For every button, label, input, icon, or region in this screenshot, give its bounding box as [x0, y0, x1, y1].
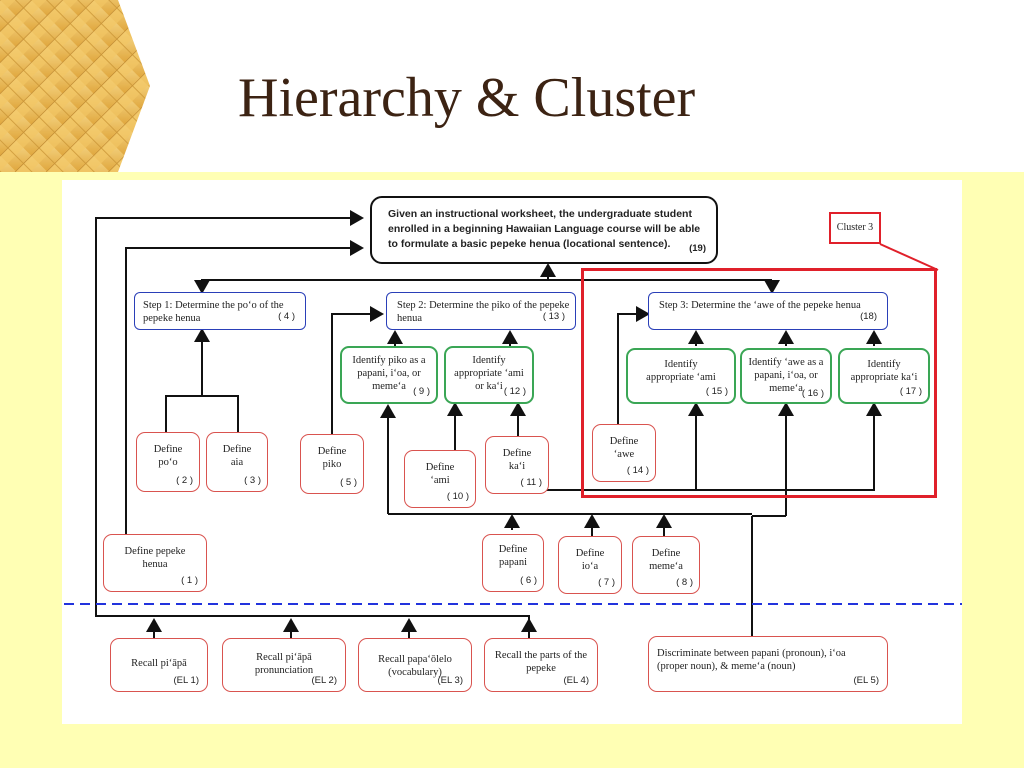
define-5-node: Define piko ( 5 )	[300, 434, 364, 494]
entry-el2-num: (EL 2)	[311, 675, 337, 686]
identify-15-text: Identify appropriate ʻami	[646, 359, 716, 383]
identify-17-text: Identify appropriate kaʻi	[850, 359, 918, 383]
identify-12-num: ( 12 )	[503, 386, 526, 397]
define-3-node: Define aia ( 3 )	[206, 432, 268, 492]
entry-el5-text: Discriminate between papani (pronoun), i…	[657, 648, 846, 672]
define-3-text: Define aia	[222, 444, 252, 468]
identify-17-num: ( 17 )	[899, 386, 922, 397]
cluster-3-label: Cluster 3	[829, 212, 881, 244]
identify-12-node: Identify appropriate ʻami or kaʻi ( 12 )	[444, 346, 534, 404]
define-2-node: Define poʻo ( 2 )	[136, 432, 200, 492]
define-1-num: ( 1 )	[181, 575, 198, 586]
step-3-node: Step 3: Determine the ʻawe of the pepeke…	[648, 292, 888, 330]
step-2-num: ( 13 )	[542, 311, 565, 322]
define-5-num: ( 5 )	[340, 477, 357, 488]
identify-9-node: Identify piko as a papani, iʻoa, or meme…	[340, 346, 438, 404]
define-3-num: ( 3 )	[244, 475, 261, 486]
define-7-text: Define ioʻa	[575, 548, 605, 572]
identify-16-node: Identify ʻawe as a papani, iʻoa, or meme…	[740, 348, 832, 404]
define-14-node: Define ʻawe ( 14 )	[592, 424, 656, 482]
entry-el3-text: Recall papaʻōlelo (vocabulary)	[378, 654, 452, 678]
slide-header: Hierarchy & Cluster	[0, 0, 1024, 172]
define-6-node: Define papani ( 6 )	[482, 534, 544, 592]
step-1-node: Step 1: Determine the poʻo of the pepeke…	[134, 292, 306, 330]
define-7-num: ( 7 )	[598, 577, 615, 588]
entry-el3-num: (EL 3)	[437, 675, 463, 686]
goal-node: Given an instructional worksheet, the un…	[370, 196, 718, 264]
step-1-text: Step 1: Determine the poʻo of the pepeke…	[143, 300, 284, 324]
define-2-num: ( 2 )	[176, 475, 193, 486]
define-1-node: Define pepeke henua ( 1 )	[103, 534, 207, 592]
goal-text: Given an instructional worksheet, the un…	[388, 208, 701, 250]
define-11-node: Define kaʻi ( 11 )	[485, 436, 549, 494]
define-1-text: Define pepeke henua	[124, 546, 186, 570]
define-2-text: Define poʻo	[153, 444, 183, 468]
identify-16-num: ( 16 )	[801, 388, 824, 399]
define-11-num: ( 11 )	[520, 477, 542, 488]
entry-el2-node: Recall piʻāpā pronunciation (EL 2)	[222, 638, 346, 692]
identify-9-num: ( 9 )	[413, 386, 430, 397]
step-1-num: ( 4 )	[278, 311, 295, 322]
identify-15-node: Identify appropriate ʻami ( 15 )	[626, 348, 736, 404]
connector-lines	[64, 210, 962, 638]
identify-16-text: Identify ʻawe as a papani, iʻoa, or meme…	[748, 357, 824, 394]
define-10-num: ( 10 )	[446, 491, 469, 502]
define-14-text: Define ʻawe	[609, 436, 639, 460]
identify-9-text: Identify piko as a papani, iʻoa, or meme…	[352, 355, 426, 392]
define-8-text: Define memeʻa	[649, 548, 683, 572]
entry-el1-text: Recall piʻāpā	[131, 658, 187, 669]
goal-num: (19)	[689, 243, 706, 254]
entry-el1-num: (EL 1)	[173, 675, 199, 686]
entry-el1-node: Recall piʻāpā (EL 1)	[110, 638, 208, 692]
step-3-text: Step 3: Determine the ʻawe of the pepeke…	[659, 300, 861, 311]
woven-pattern-decoration	[0, 0, 150, 172]
entry-el5-num: (EL 5)	[853, 675, 879, 686]
entry-el3-node: Recall papaʻōlelo (vocabulary) (EL 3)	[358, 638, 472, 692]
define-6-text: Define papani	[498, 544, 528, 568]
identify-15-num: ( 15 )	[705, 386, 728, 397]
entry-el5-node: Discriminate between papani (pronoun), i…	[648, 636, 888, 692]
entry-el2-text: Recall piʻāpā pronunciation	[254, 652, 314, 676]
slide-title: Hierarchy & Cluster	[238, 67, 696, 129]
define-8-node: Define memeʻa ( 8 )	[632, 536, 700, 594]
define-8-num: ( 8 )	[676, 577, 693, 588]
define-10-text: Define ʻami	[425, 462, 455, 486]
define-6-num: ( 6 )	[520, 575, 537, 586]
cluster-connector	[879, 243, 939, 271]
define-7-node: Define ioʻa ( 7 )	[558, 536, 622, 594]
identify-17-node: Identify appropriate kaʻi ( 17 )	[838, 348, 930, 404]
define-14-num: ( 14 )	[626, 465, 649, 476]
define-11-text: Define kaʻi	[502, 448, 532, 472]
define-5-text: Define piko	[317, 446, 347, 470]
entry-el4-text: Recall the parts of the pepeke	[494, 650, 588, 674]
cluster-3-box	[581, 268, 937, 498]
step-2-text: Step 2: Determine the piko of the pepeke…	[397, 300, 570, 324]
entry-el4-node: Recall the parts of the pepeke (EL 4)	[484, 638, 598, 692]
step-2-node: Step 2: Determine the piko of the pepeke…	[386, 292, 576, 330]
identify-12-text: Identify appropriate ʻami or kaʻi	[454, 355, 524, 392]
entry-el4-num: (EL 4)	[563, 675, 589, 686]
define-10-node: Define ʻami ( 10 )	[404, 450, 476, 508]
step-3-num: (18)	[860, 311, 877, 322]
